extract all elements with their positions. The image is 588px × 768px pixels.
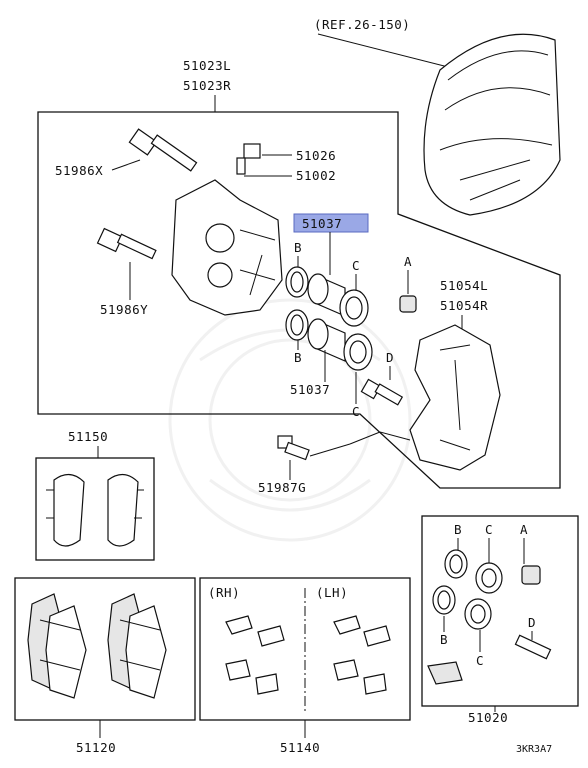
letter-c-kit-upper: C (485, 522, 493, 537)
letter-a-main: A (404, 254, 412, 269)
caliper-r-label: 51023R (183, 78, 231, 93)
guide-pin-bolt-x[interactable] (128, 128, 198, 172)
kit-slide-pin[interactable] (514, 634, 552, 660)
letter-c-upper: C (352, 258, 360, 273)
pad-shim-right[interactable] (107, 473, 144, 547)
caliper-body[interactable] (171, 179, 283, 316)
letter-c-kit-lower: C (476, 653, 484, 668)
clips-rh[interactable] (225, 615, 285, 695)
shims-label: 51150 (68, 429, 108, 444)
kit-grease-packet[interactable] (427, 661, 463, 685)
seal-kit-label: 51020 (468, 710, 508, 725)
piston-upper[interactable] (307, 273, 346, 317)
letter-b-upper: B (294, 240, 302, 255)
bolt-y-label: 51986Y (100, 302, 148, 317)
caliper-l-label: 51023L (183, 58, 231, 73)
ref-label: (REF.26-150) (314, 17, 410, 32)
caliper-assembly-box (37, 111, 561, 489)
support-r-label: 51054R (440, 298, 488, 313)
guide-pin-bolt-y[interactable] (96, 227, 157, 260)
bolt-x-label: 51986X (55, 163, 103, 178)
letter-d-kit: D (528, 615, 536, 630)
dust-shield (423, 33, 561, 216)
rh-label: (RH) (208, 585, 240, 600)
letter-b-kit-lower: B (440, 632, 448, 647)
clips-label: 51140 (280, 740, 320, 755)
piston-lower[interactable] (307, 318, 346, 362)
guide-bushing[interactable] (399, 295, 417, 313)
pad-shim-left[interactable] (46, 473, 85, 547)
bolt-g-label: 51987G (258, 480, 306, 495)
support-l-label: 51054L (440, 278, 488, 293)
caliper-support-bracket[interactable] (409, 324, 501, 471)
pads-box (14, 577, 196, 721)
slide-pin[interactable] (360, 378, 404, 406)
kit-bushing[interactable] (521, 565, 541, 585)
shims-box (35, 457, 155, 561)
bleeder-label: 51026 (296, 148, 336, 163)
bleeder-cap-label: 51002 (296, 168, 336, 183)
brake-pad-set-left[interactable] (27, 593, 87, 699)
brake-pad-set-right[interactable] (107, 593, 167, 699)
piston-part-highlight[interactable] (293, 213, 369, 233)
seal-kit-box (421, 515, 579, 707)
lh-label: (LH) (316, 585, 348, 600)
support-bolt-g[interactable] (277, 435, 310, 461)
bleeder-screw[interactable] (236, 143, 261, 175)
diagram-code: 3KR3A7 (516, 744, 552, 755)
letter-d-main: D (386, 350, 394, 365)
letter-b-lower: B (294, 350, 302, 365)
letter-b-kit-upper: B (454, 522, 462, 537)
piston-highlight-label: 51037 (302, 216, 342, 231)
letter-a-kit: A (520, 522, 528, 537)
letter-c-lower: C (352, 404, 360, 419)
pads-label: 51120 (76, 740, 116, 755)
piston-lower-label: 51037 (290, 382, 330, 397)
clips-lh[interactable] (333, 615, 391, 695)
